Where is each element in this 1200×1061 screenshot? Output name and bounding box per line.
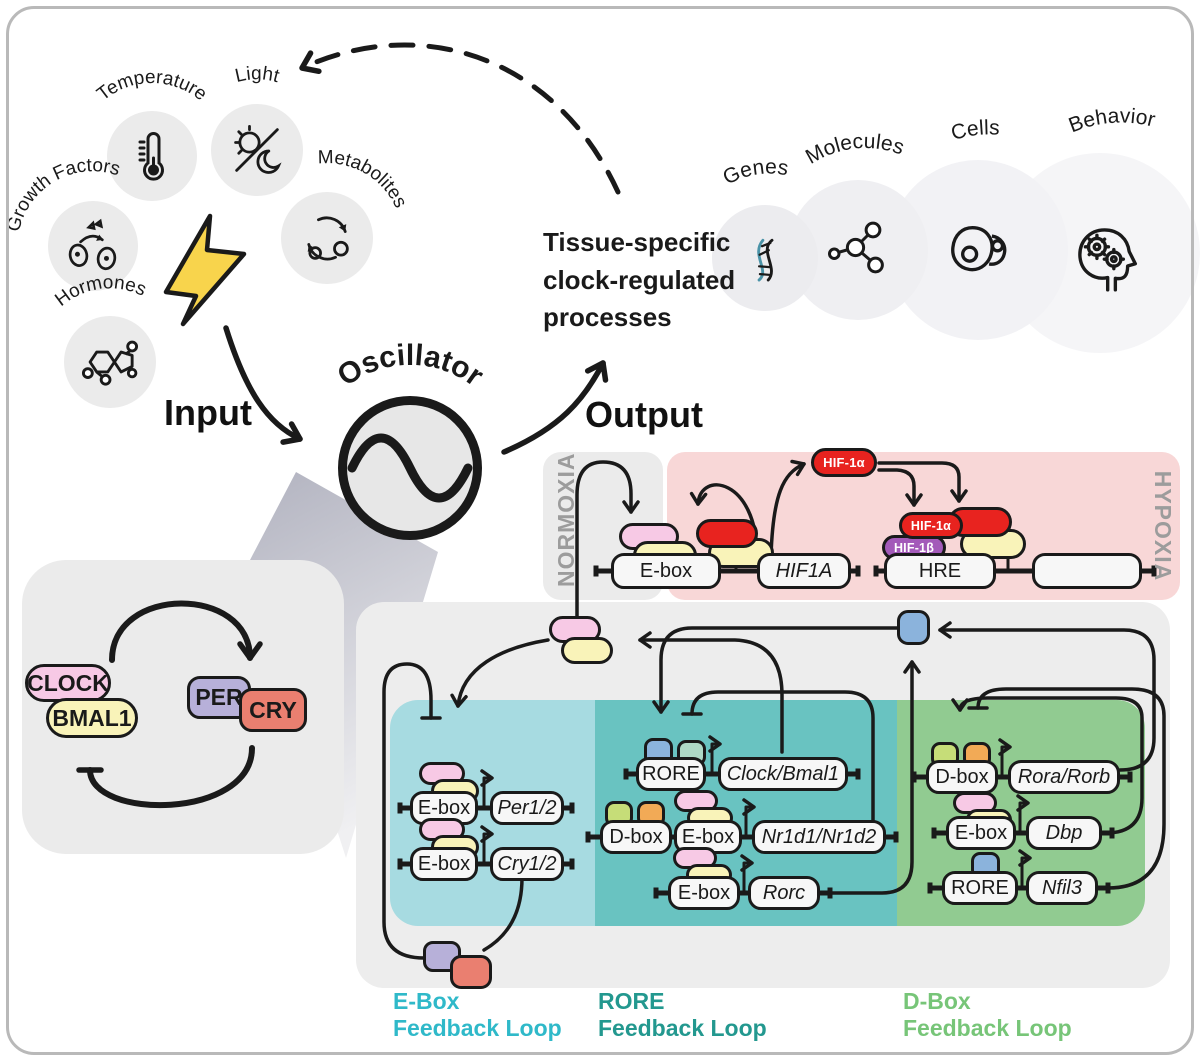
ebox-element: E-box: [674, 820, 742, 854]
hypoxia-target-gene: [1032, 553, 1142, 589]
head-gears-icon: [1078, 228, 1138, 292]
dbox-element: D-box: [926, 760, 998, 794]
ebox-element: E-box: [946, 816, 1016, 850]
dbp-gene: Dbp: [1026, 816, 1102, 850]
bmal1-pill: [561, 637, 613, 664]
metabolites-circle: [281, 192, 373, 284]
oscillator-circle: [338, 396, 482, 540]
rorc-gene: Rorc: [748, 876, 820, 910]
hif1a-gene: HIF1A: [757, 553, 851, 589]
thermometer-icon: [138, 132, 164, 181]
rore-element: RORE: [636, 757, 706, 791]
metabolic-cycle-icon: [307, 216, 349, 261]
nfil3-gene: Nfil3: [1026, 871, 1098, 905]
steroid-molecule-icon: [81, 340, 139, 386]
ebox-element: E-box: [410, 847, 478, 881]
loop-title-line: RORE: [598, 988, 665, 1014]
hypoxia-label: HYPOXIA: [1150, 470, 1176, 582]
genes-circle: [712, 205, 818, 311]
bmal1-protein: BMAL1: [46, 698, 138, 738]
loop-title-line: E-Box: [393, 988, 460, 1014]
output-label: Output: [585, 394, 703, 435]
ebox-loop-title: E-Box Feedback Loop: [393, 988, 562, 1042]
hif-pill: [696, 519, 758, 548]
molecule-icon: [827, 221, 884, 274]
per-gene: Per1/2: [490, 791, 564, 825]
rore-loop-title: RORE Feedback Loop: [598, 988, 767, 1042]
output-description: Tissue-specific clock-regulated processe…: [543, 227, 736, 333]
hif1a-pill: HIF-1α: [899, 512, 963, 539]
clock-protein: CLOCK: [25, 664, 111, 702]
ror-protein-pill: [897, 610, 930, 645]
rora-rorb-gene: Rora/Rorb: [1008, 760, 1120, 794]
dna-icon: [757, 238, 774, 282]
hre-element: HRE: [884, 553, 996, 589]
dbox-loop-title: D-Box Feedback Loop: [903, 988, 1072, 1042]
dividing-cells-icon: [68, 218, 117, 271]
input-label: Input: [164, 392, 252, 433]
cry-pill: [450, 955, 492, 989]
sun-moon-icon: [234, 125, 282, 174]
cell-icon: [951, 226, 1007, 272]
clock-bmal1-gene: Clock/Bmal1: [718, 757, 848, 791]
ebox-element: E-box: [668, 876, 740, 910]
hormones-circle: [64, 316, 156, 408]
normoxia-label: NORMOXIA: [553, 452, 579, 588]
cry-gene: Cry1/2: [490, 847, 564, 881]
normoxia-ebox-element: E-box: [611, 553, 721, 589]
loop-subtitle-line: Feedback Loop: [393, 1015, 562, 1042]
dbox-loop-band: [897, 700, 1145, 926]
temperature-circle: [107, 111, 197, 201]
growth-factors-circle: [48, 201, 138, 291]
cry-protein: CRY: [239, 688, 307, 732]
rore-element: RORE: [942, 871, 1018, 905]
loop-subtitle-line: Feedback Loop: [598, 1015, 767, 1042]
hif1a-protein-pill: HIF-1α: [811, 448, 877, 477]
dbox-element: D-box: [600, 820, 672, 854]
loop-subtitle-line: Feedback Loop: [903, 1015, 1072, 1042]
light-circle: [211, 104, 303, 196]
loop-title-line: D-Box: [903, 988, 971, 1014]
nr1d-gene: Nr1d1/Nr1d2: [752, 820, 886, 854]
